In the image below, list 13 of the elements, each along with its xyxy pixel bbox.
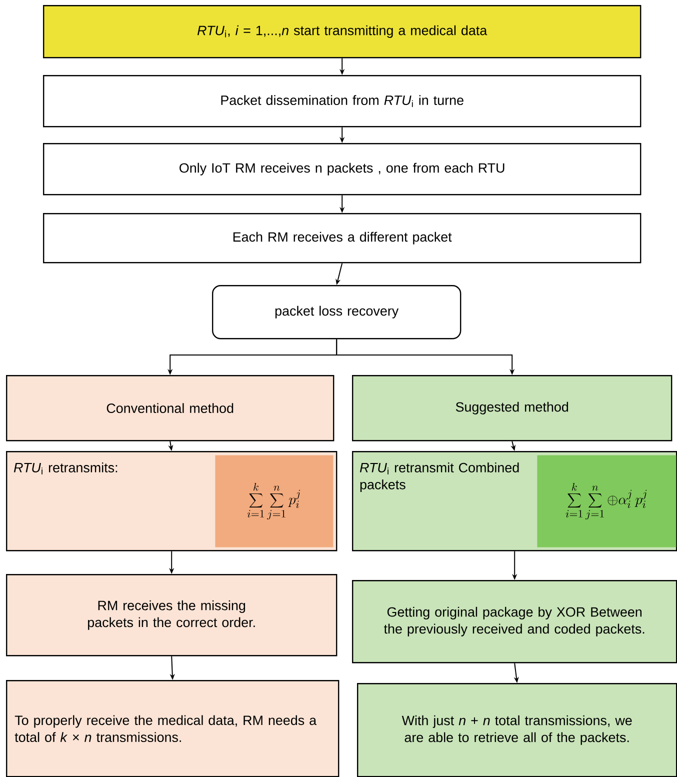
method-box: Conventional method	[6, 375, 334, 442]
process-box: Each RM receives a different packet	[43, 213, 642, 264]
process-box: With just n + n total transmissions, we are able to retrieve all of the packets.	[357, 683, 677, 777]
process-box: Only IoT RM receives n packets , one from each RTU	[43, 143, 642, 196]
process-box: To properly receive the medical data, RM needs a total of k × n transmissions.	[6, 680, 340, 777]
formula-box: $\sum_{i=1}^{k}\sum_{j=1}^{n} p_i^j$	[215, 455, 334, 548]
method-box: Suggested method	[352, 375, 672, 442]
process-box: Packet dissemination from RTU$_{i}$ in turne	[43, 75, 642, 128]
process-box: Getting original package by XOR Between the previously received and coded packets.	[352, 580, 677, 664]
process-box: RM receives the missing packets in the correct order.	[6, 574, 338, 656]
process-box: RTU$_{i}$, i = 1,...,n start transmitting a medical data	[43, 5, 642, 58]
process-box: packet loss recovery	[212, 285, 462, 340]
formula-box: $\sum_{i=1}^{k}\sum_{j=1}^{n}\oplus\alpha_i^j\, p_i^j$	[537, 455, 676, 548]
